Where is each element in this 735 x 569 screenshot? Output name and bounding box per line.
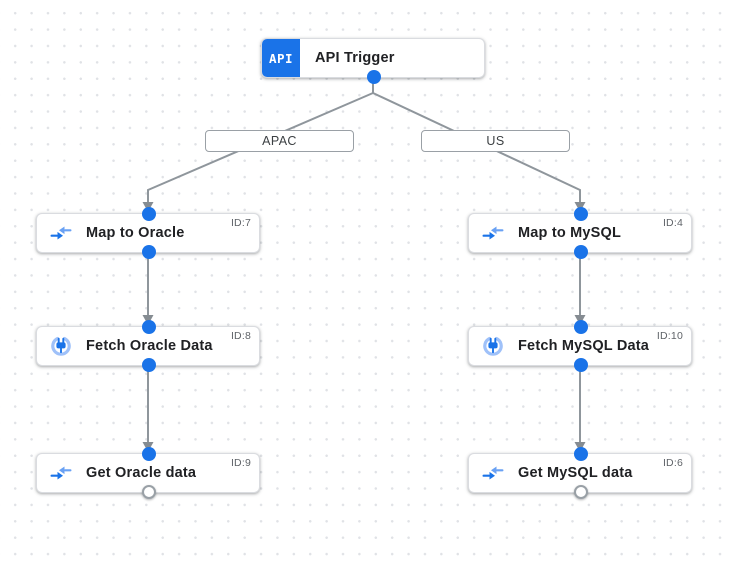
output-port-unconnected[interactable]: [574, 485, 588, 499]
api-badge-icon: API: [262, 39, 300, 77]
node-title: Map to MySQL: [518, 225, 622, 241]
data-mapping-icon: [50, 222, 72, 244]
input-port[interactable]: [142, 320, 156, 334]
node-id: ID:10: [656, 330, 683, 342]
node-title: Get MySQL data: [518, 465, 633, 481]
output-port[interactable]: [367, 70, 381, 84]
input-port[interactable]: [574, 447, 588, 461]
output-port[interactable]: [574, 358, 588, 372]
node-title: API Trigger: [315, 50, 395, 66]
node-map-to-oracle[interactable]: Map to Oracle ID:7: [36, 207, 260, 259]
connector-icon: [482, 335, 504, 357]
input-port[interactable]: [574, 320, 588, 334]
input-port[interactable]: [142, 207, 156, 221]
connector-icon: [50, 335, 72, 357]
node-id: ID:8: [230, 330, 251, 342]
edge-branch-apac: [147, 92, 374, 202]
branch-label-us[interactable]: US: [421, 130, 570, 152]
node-title: Map to Oracle: [86, 225, 185, 241]
node-title: Fetch Oracle Data: [86, 338, 213, 354]
input-port[interactable]: [574, 207, 588, 221]
input-port[interactable]: [142, 447, 156, 461]
node-map-to-mysql[interactable]: Map to MySQL ID:4: [468, 207, 692, 259]
branch-label-apac[interactable]: APAC: [205, 130, 354, 152]
data-mapping-icon: [50, 462, 72, 484]
node-id: ID:6: [662, 457, 683, 469]
node-title: Get Oracle data: [86, 465, 197, 481]
node-api-trigger[interactable]: API API Trigger: [261, 38, 485, 84]
node-get-oracle-data[interactable]: Get Oracle data ID:9: [36, 447, 260, 499]
node-title: Fetch MySQL Data: [518, 338, 650, 354]
node-id: ID:7: [230, 217, 251, 229]
node-get-mysql-data[interactable]: Get MySQL data ID:6: [468, 447, 692, 499]
node-id: ID:4: [662, 217, 683, 229]
data-mapping-icon: [482, 462, 504, 484]
node-fetch-mysql-data[interactable]: Fetch MySQL Data ID:10: [468, 320, 692, 372]
branch-label-text: US: [486, 134, 505, 148]
output-port[interactable]: [142, 358, 156, 372]
output-port-unconnected[interactable]: [142, 485, 156, 499]
node-id: ID:9: [230, 457, 251, 469]
branch-label-text: APAC: [262, 134, 297, 148]
output-port[interactable]: [574, 245, 588, 259]
edge-branch-us: [372, 92, 581, 202]
node-fetch-oracle-data[interactable]: Fetch Oracle Data ID:8: [36, 320, 260, 372]
data-mapping-icon: [482, 222, 504, 244]
output-port[interactable]: [142, 245, 156, 259]
